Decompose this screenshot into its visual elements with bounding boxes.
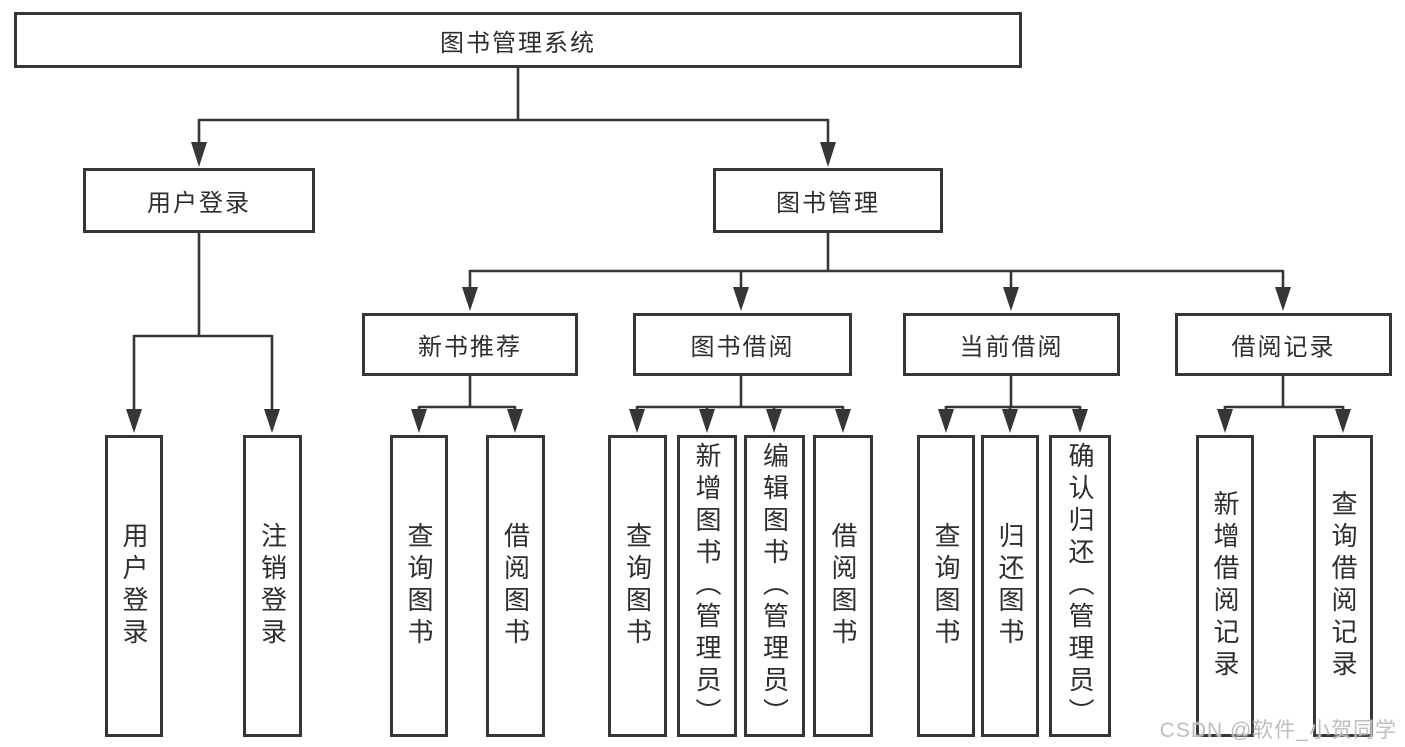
leaf-query-book-borrow: 查询图书 [608, 435, 667, 737]
leaf-borrow-book-label: 借阅图书 [828, 522, 858, 650]
node-borrow-records: 借阅记录 [1175, 313, 1392, 376]
node-root-label: 图书管理系统 [440, 29, 596, 57]
leaf-add-borrow-record: 新增借阅记录 [1196, 435, 1254, 737]
leaf-query-borrow-record: 查询借阅记录 [1313, 435, 1373, 737]
leaf-return-book: 归还图书 [981, 435, 1039, 737]
leaf-query-book-current: 查询图书 [917, 435, 975, 737]
leaf-user-login: 用户登录 [105, 435, 163, 737]
leaf-logout: 注销登录 [243, 435, 302, 737]
node-book-management: 图书管理 [713, 168, 943, 233]
node-root-system: 图书管理系统 [14, 12, 1022, 68]
leaf-add-borrow-record-label: 新增借阅记录 [1210, 490, 1240, 682]
leaf-confirm-return-admin: 确认归还（管理员） [1049, 435, 1111, 737]
leaf-confirm-return-admin-label: 确认归还（管理员） [1065, 442, 1095, 730]
leaf-user-login-label: 用户登录 [119, 522, 149, 650]
node-user-login-label: 用户登录 [147, 190, 251, 217]
node-book-borrow: 图书借阅 [633, 313, 852, 376]
leaf-return-book-label: 归还图书 [995, 522, 1025, 650]
node-borrow-records-label: 借阅记录 [1231, 334, 1336, 361]
node-new-book-recommend: 新书推荐 [362, 313, 578, 376]
leaf-query-book-current-label: 查询图书 [931, 522, 961, 650]
node-user-login: 用户登录 [83, 168, 315, 233]
arrowhead-icons [126, 142, 1351, 433]
node-book-management-label: 图书管理 [776, 190, 880, 217]
leaf-add-book-admin-label: 新增图书（管理员） [692, 442, 722, 730]
leaf-borrow-book-newbook-label: 借阅图书 [500, 522, 531, 650]
leaf-query-borrow-record-label: 查询借阅记录 [1328, 490, 1358, 682]
leaf-logout-label: 注销登录 [257, 522, 288, 650]
leaf-query-book-borrow-label: 查询图书 [622, 522, 653, 650]
node-new-book-recommend-label: 新书推荐 [418, 334, 522, 361]
node-current-borrow: 当前借阅 [903, 313, 1120, 376]
node-current-borrow-label: 当前借阅 [959, 334, 1064, 361]
leaf-query-book-newbook-label: 查询图书 [404, 522, 434, 650]
leaf-borrow-book-newbook: 借阅图书 [486, 435, 545, 737]
csdn-watermark: CSDN @软件_小贺同学 [1159, 719, 1397, 742]
leaf-borrow-book: 借阅图书 [813, 435, 873, 737]
leaf-query-book-newbook: 查询图书 [390, 435, 448, 737]
node-book-borrow-label: 图书借阅 [690, 334, 795, 361]
leaf-edit-book-admin: 编辑图书（管理员） [744, 435, 805, 737]
leaf-edit-book-admin-label: 编辑图书（管理员） [759, 442, 790, 730]
leaf-add-book-admin: 新增图书（管理员） [677, 435, 737, 737]
